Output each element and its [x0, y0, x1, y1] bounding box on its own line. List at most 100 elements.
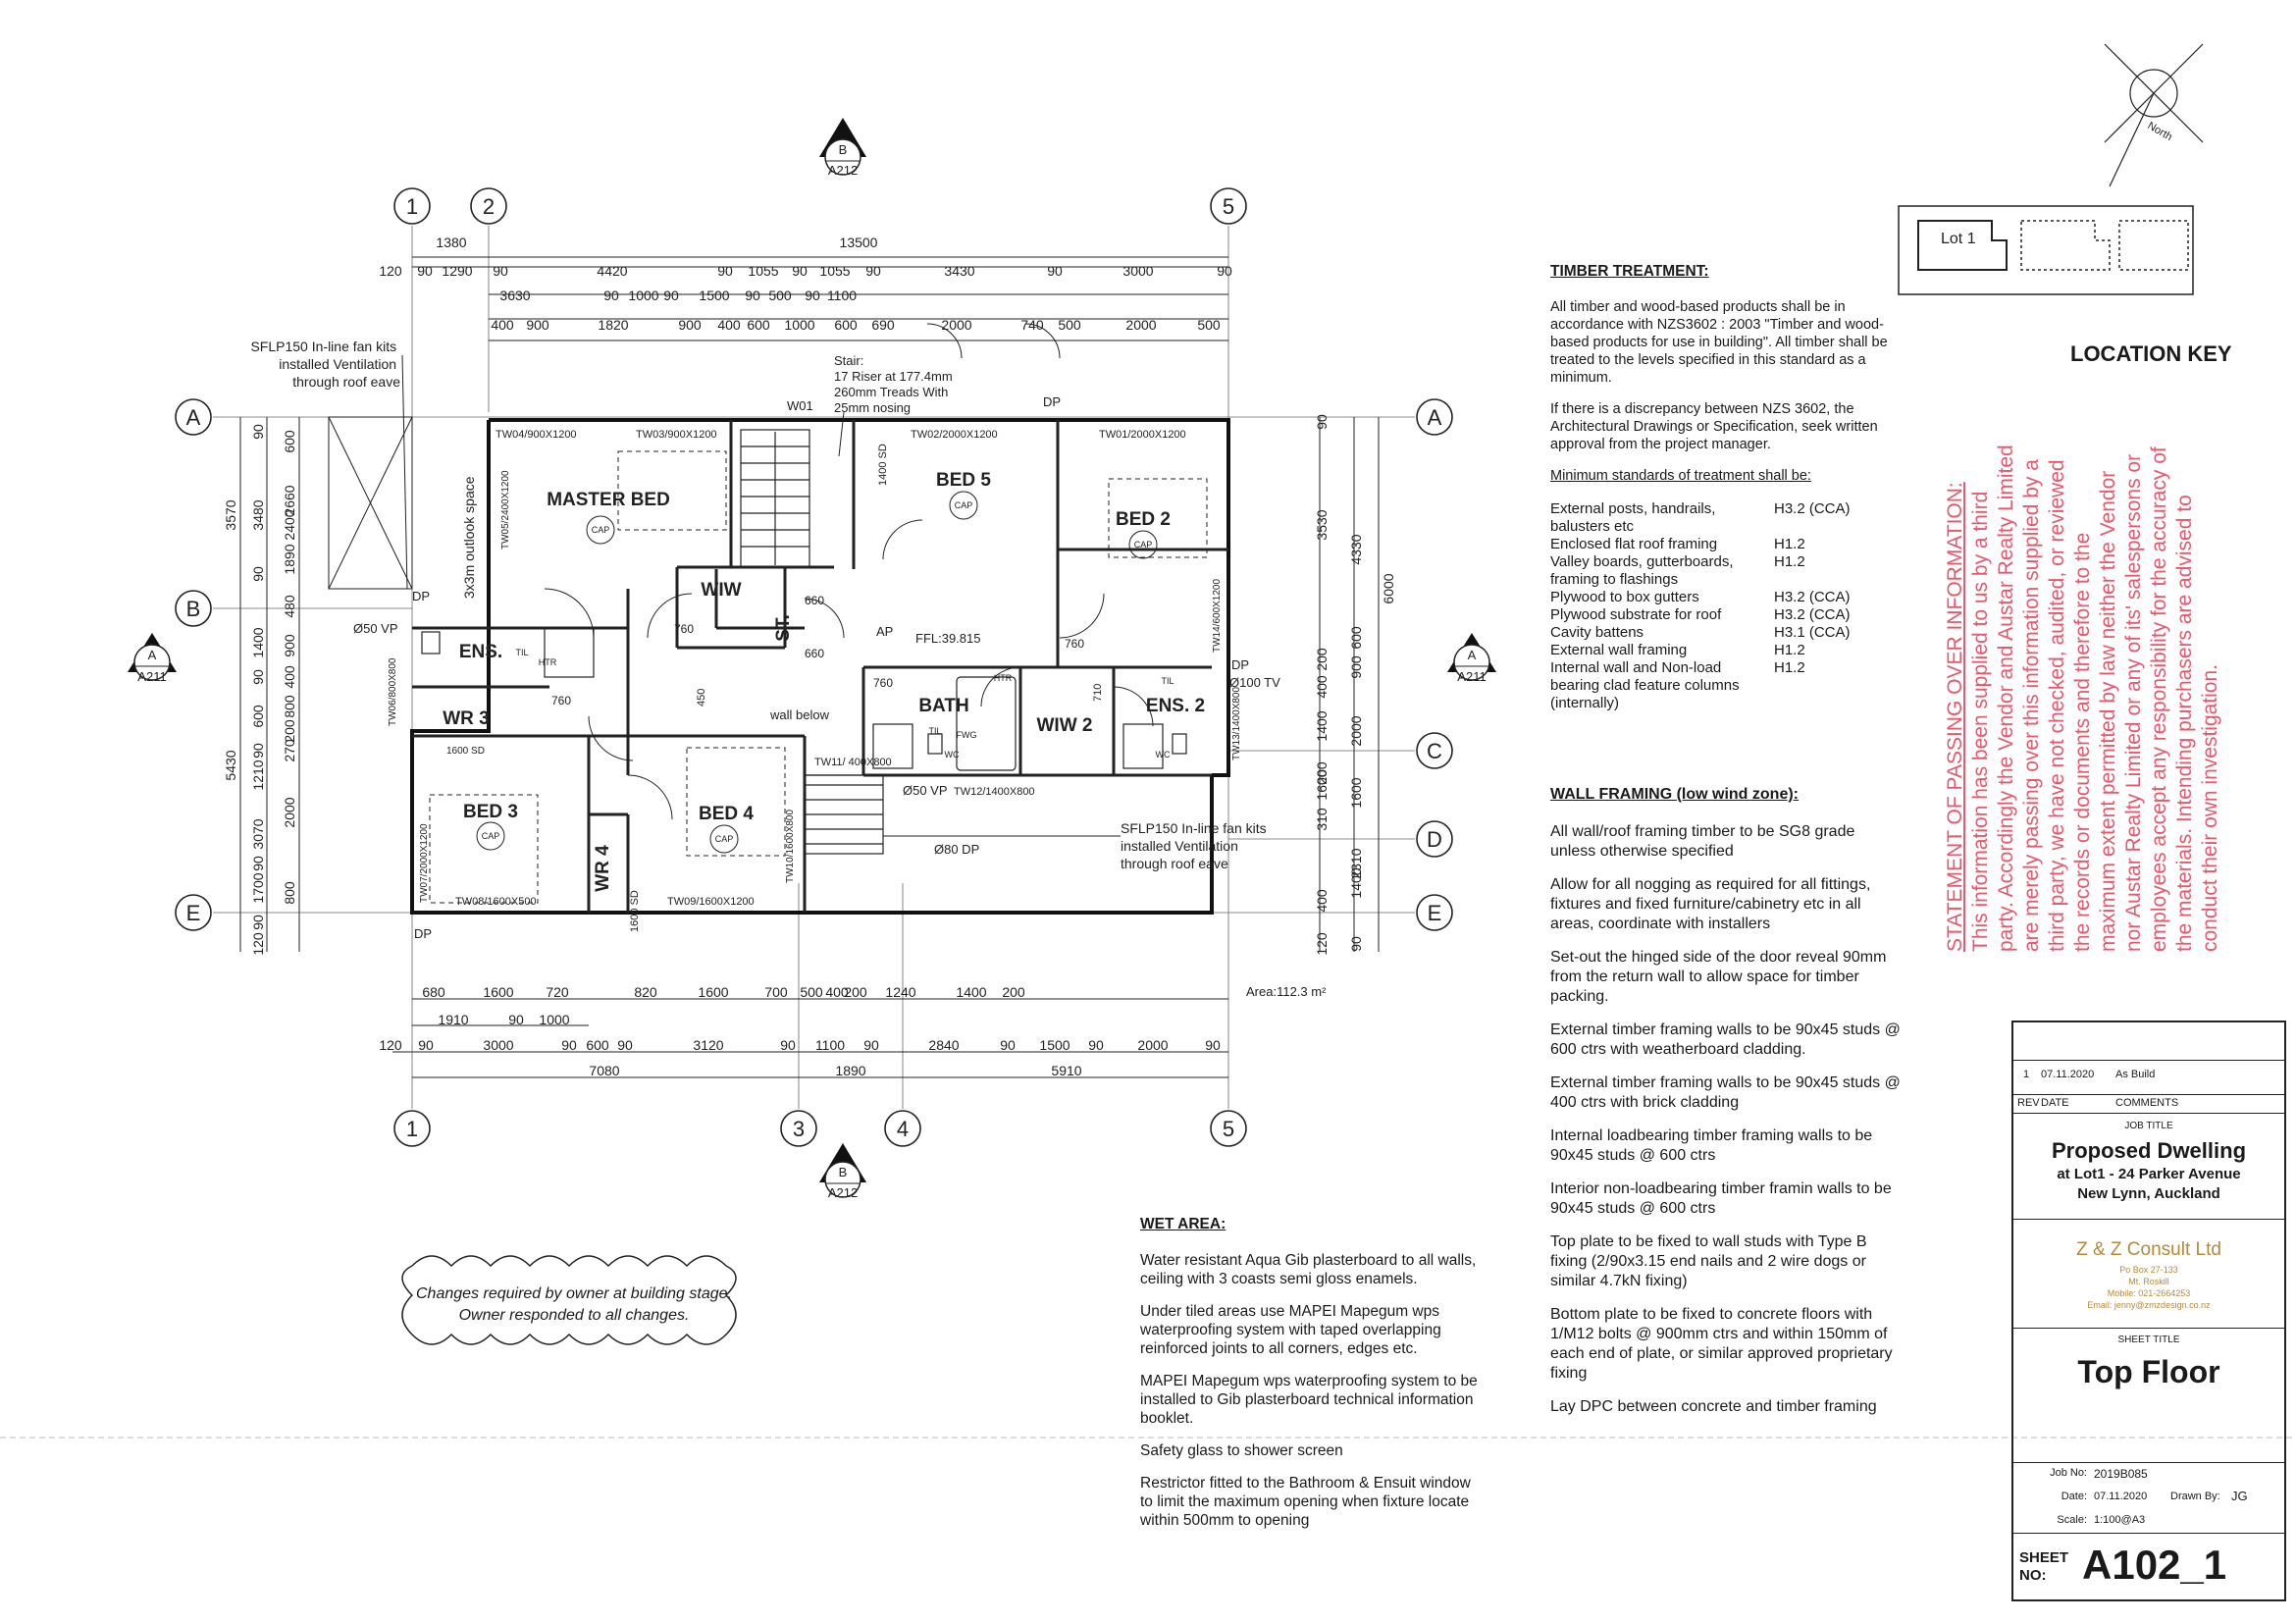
grid-row-a-left: A — [186, 405, 201, 430]
dim-top-value: 690 — [871, 317, 895, 333]
dim-bottom-value: 1600 — [698, 984, 728, 1000]
dim-right-value: 90 — [1348, 936, 1364, 952]
label-sd1600-b: 1600 SD — [629, 890, 641, 932]
dim-right-value: 200 — [1314, 648, 1330, 671]
window-tw04: TW04/900X1200 — [496, 429, 577, 441]
window-tw08: TW08/1600X500 — [455, 896, 537, 908]
cap-master: CAP — [592, 525, 610, 535]
rev-comment: As Build — [2115, 1069, 2156, 1080]
window-tw09: TW09/1600X1200 — [667, 896, 755, 908]
window-tw01: TW01/2000X1200 — [1099, 429, 1186, 441]
date-label: Date: — [2061, 1491, 2087, 1502]
timber-level: H3.1 (CCA) — [1774, 624, 1851, 641]
dim-bottom-value: 1240 — [885, 984, 915, 1000]
wet-area-title: WET AREA: — [1140, 1216, 1226, 1232]
changes-note: Changes required by owner at building st… — [416, 1285, 732, 1324]
changes-cloud — [401, 1255, 737, 1345]
dim-top-value: 500 — [768, 288, 792, 303]
interior-walls — [412, 420, 1228, 913]
dim-right-value: 400 — [1314, 889, 1330, 913]
timber-row: Valley boards, gutterboards, framing to … — [1550, 553, 1851, 589]
timber-title: TIMBER TREATMENT: — [1550, 263, 1709, 280]
fan-kit-top-text: SFLP150 In-line fan kits installed Venti… — [250, 339, 400, 390]
job-address-1: at Lot1 - 24 Parker Avenue — [2057, 1166, 2241, 1182]
wc-ens2: WC — [1156, 750, 1171, 759]
title-block: 1 07.11.2020 As Build REV DATE COMMENTS … — [2011, 1021, 2286, 1601]
dim-right-value: 1600 — [1314, 769, 1330, 800]
section-b-top-ref: A212 — [828, 163, 858, 178]
wall-framing-p: Lay DPC between concrete and timber fram… — [1550, 1398, 1877, 1415]
wet-area-p3: MAPEI Mapegum wps waterproofing system t… — [1140, 1373, 1478, 1427]
rev-no: 1 — [2023, 1069, 2030, 1080]
wc-bath: WC — [945, 750, 960, 759]
dim-top-value: 1290 — [442, 263, 472, 279]
cap-bed2: CAP — [1134, 540, 1153, 550]
section-b-bottom-ref: A212 — [828, 1185, 858, 1200]
section-a-left-ref: A211 — [137, 669, 166, 684]
window-tw11: TW11/ 400X800 — [814, 757, 892, 768]
dim-right-value: 1400 — [1348, 867, 1364, 898]
timber-table: External posts, handrails, balusters etc… — [1550, 500, 1851, 712]
label-ffl: FFL:39.815 — [915, 631, 981, 646]
dim-top-value: 2000 — [941, 317, 971, 333]
wall-framing-p: Interior non-loadbearing timber framin w… — [1550, 1180, 1892, 1217]
timber-item: Plywood to box gutters — [1550, 589, 1699, 605]
label-tv100: Ø100 TV — [1229, 675, 1280, 690]
room-ens2: ENS. 2 — [1146, 696, 1205, 716]
dim-right-value: 6000 — [1381, 573, 1396, 603]
grid-col-2-top: 2 — [483, 194, 495, 219]
company-line-2: Mt. Roskill — [2128, 1277, 2169, 1286]
dim-top-value: 400 — [717, 317, 741, 333]
cap-tags — [476, 491, 1158, 854]
timber-item: Internal wall and Non-load bearing clad … — [1550, 659, 1740, 711]
section-marker-a-right — [1447, 633, 1496, 681]
room-wr4: WR 4 — [593, 845, 613, 892]
grid-col-3-bottom: 3 — [793, 1117, 805, 1141]
window-tw05: TW05/2400X1200 — [500, 470, 511, 550]
dim-left-value: 2660 — [282, 485, 297, 515]
label-area: Area:112.3 m² — [1246, 984, 1327, 999]
section-a-right-letter: A — [1468, 648, 1477, 662]
dim-top-value: 90 — [717, 263, 733, 279]
exterior-walls — [410, 418, 1230, 915]
scale: 1:100@A3 — [2094, 1514, 2146, 1526]
sheet-date: 07.11.2020 — [2094, 1491, 2148, 1502]
til-ens2: TIL — [1161, 676, 1174, 686]
dim-right-value: 310 — [1314, 808, 1330, 831]
dim-left-value: 90 — [250, 856, 266, 871]
grid-bubbles — [175, 187, 1453, 1147]
label-vp50-b: Ø50 VP — [903, 783, 948, 798]
timber-level: H3.2 (CCA) — [1774, 606, 1851, 623]
dim-left-value: 1890 — [282, 544, 297, 574]
dimension-lines-top — [412, 256, 1228, 341]
sheet-title-header: SHEET TITLE — [2117, 1335, 2180, 1345]
job-address-2: New Lynn, Auckland — [2077, 1185, 2220, 1202]
location-key-title: LOCATION KEY — [2070, 341, 2232, 366]
north-label: North — [2146, 120, 2174, 143]
dim-bottom-value: 1100 — [815, 1037, 845, 1053]
dim-bottom-value: 2000 — [1137, 1037, 1168, 1053]
timber-item: External posts, handrails, balusters etc — [1550, 500, 1716, 535]
grid-row-b-left: B — [186, 597, 201, 621]
dim-left-value: 1400 — [250, 627, 266, 657]
wall-framing-p: Bottom plate to be fixed to concrete flo… — [1550, 1306, 1893, 1382]
fan-kit-bottom-text: SFLP150 In-line fan kits installed Venti… — [1121, 820, 1271, 871]
label-450: 450 — [696, 689, 707, 707]
wall-framing-notes: WALL FRAMING (low wind zone): All wall/r… — [1550, 785, 1904, 1431]
label-sd1400: 1400 SD — [877, 444, 889, 486]
room-bed5: BED 5 — [936, 470, 991, 491]
date-header: DATE — [2041, 1097, 2069, 1109]
door-swings — [544, 323, 1154, 820]
drawn-by: JG — [2231, 1489, 2248, 1503]
job-title-header: JOB TITLE — [2124, 1121, 2173, 1131]
timber-item: Plywood substrate for roof — [1550, 606, 1722, 623]
room-bath: BATH — [918, 696, 968, 716]
dim-bottom-value: 200 — [844, 984, 867, 1000]
dim-top-value: 3630 — [499, 288, 530, 303]
dim-right-outer: 6000 — [1381, 573, 1396, 603]
wall-framing-p: Top plate to be fixed to wall studs with… — [1550, 1233, 1867, 1289]
